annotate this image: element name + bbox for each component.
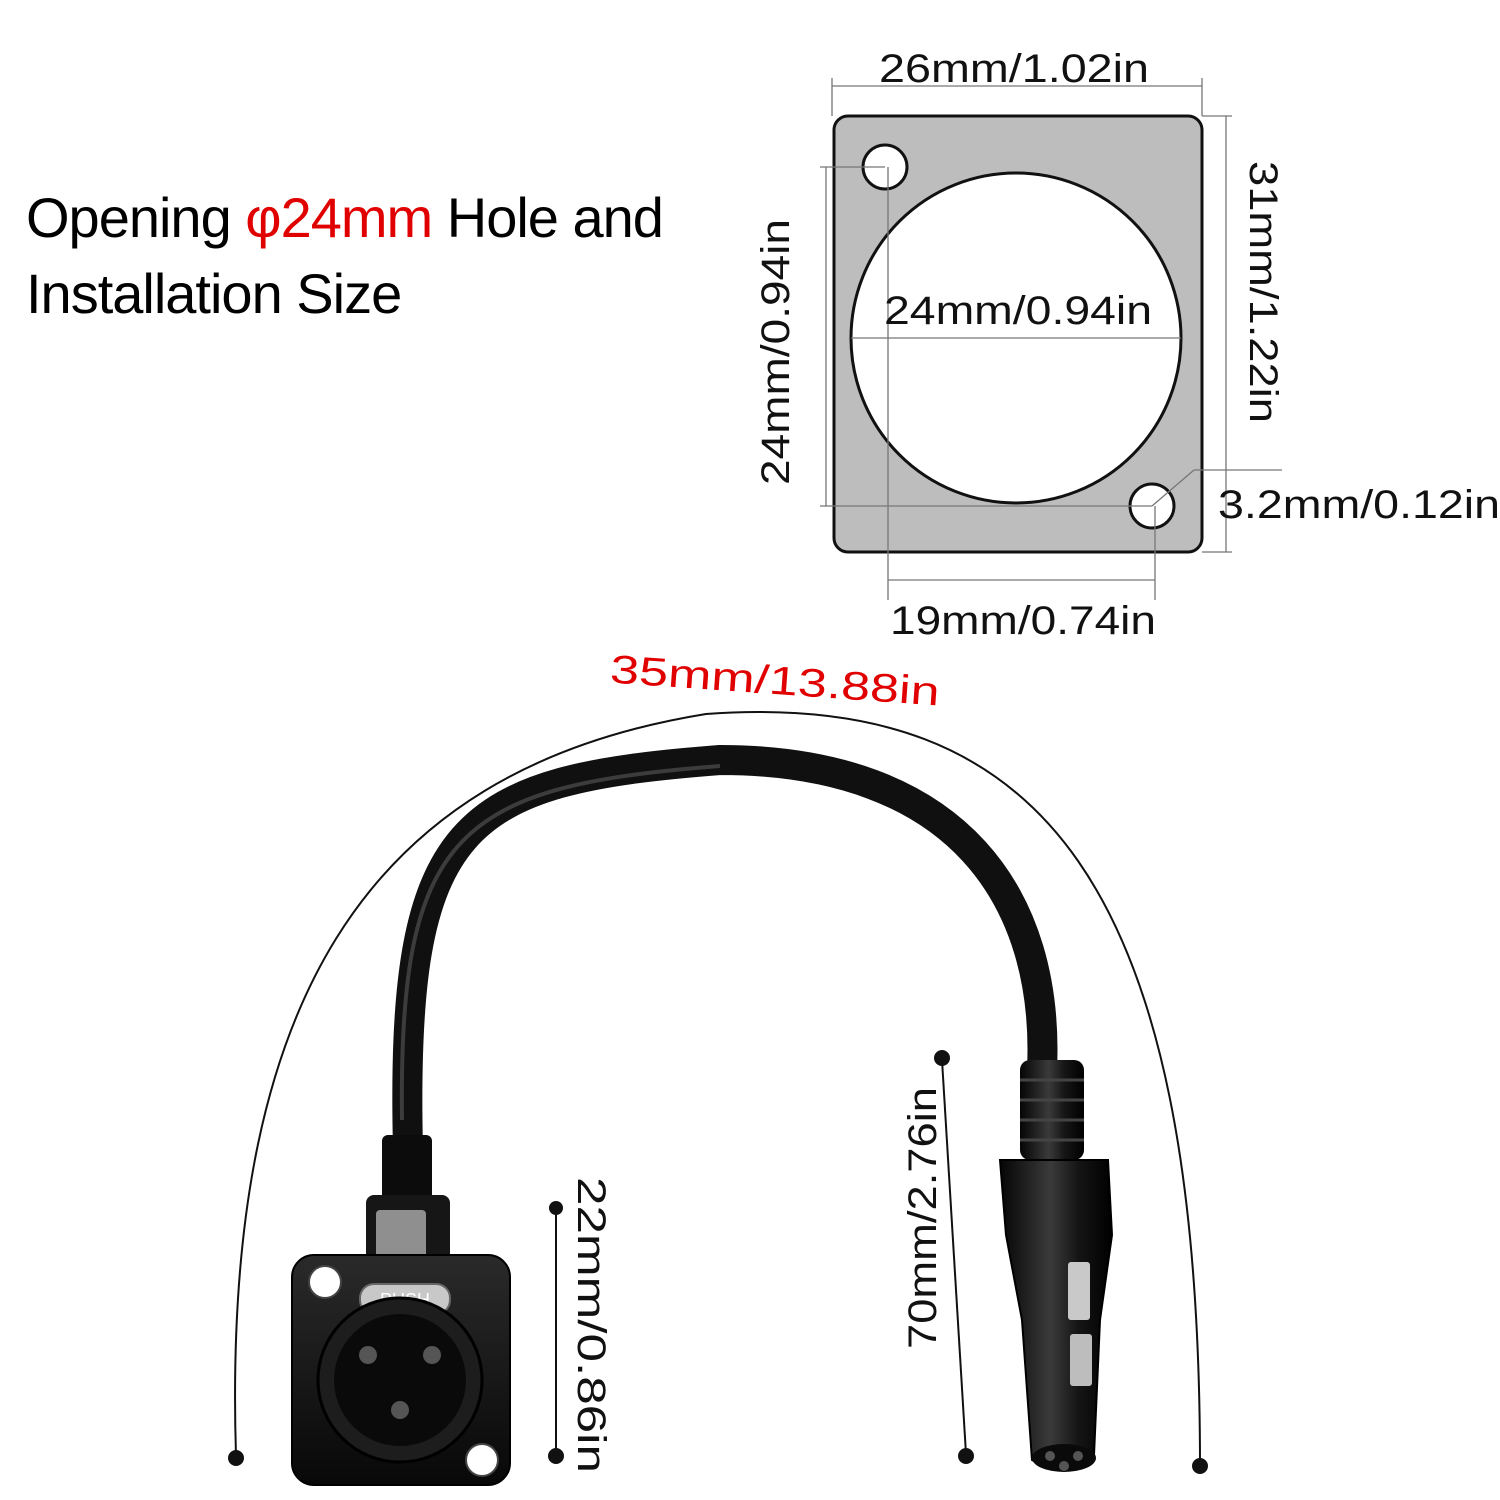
hole-diameter-label: 24mm/0.94in xyxy=(884,289,1152,333)
panel-screw-hole-top-left xyxy=(308,1265,342,1299)
cable-highlight xyxy=(399,764,721,1121)
panel-connector-dimension: 22mm/0.86in xyxy=(548,1177,613,1473)
heading-highlight: φ24mm xyxy=(245,186,433,249)
plate-height-label: 31mm/1.22in xyxy=(1241,161,1285,423)
heading-part1: Opening xyxy=(26,186,232,249)
screw-spacing-label: 19mm/0.74in xyxy=(890,599,1156,643)
arc-endpoint-right xyxy=(1192,1458,1208,1474)
socket-pin-1 xyxy=(359,1346,377,1364)
xlr-female-plug xyxy=(998,1060,1114,1472)
mounting-plate-drawing: 26mm/1.02in 31mm/1.22in 24mm/0.94in 24mm… xyxy=(754,47,1500,643)
hole-vertical-label: 24mm/0.94in xyxy=(754,219,798,485)
heading-line-2: Installation Size xyxy=(26,262,402,325)
plug-dimension: 70mm/2.76in xyxy=(901,1050,974,1464)
plug-latch-lower xyxy=(1070,1334,1092,1386)
panel-connector-label: 22mm/0.86in xyxy=(569,1177,613,1473)
socket-pin-3 xyxy=(391,1401,409,1419)
plug-body xyxy=(998,1159,1114,1469)
heading-part2: Hole and xyxy=(446,186,664,249)
screw-hole-label: 3.2mm/0.12in xyxy=(1218,483,1500,527)
heading-line-1: Opening φ24mm Hole and xyxy=(26,180,664,256)
plug-latch-upper xyxy=(1068,1262,1090,1320)
socket-pin-2 xyxy=(423,1346,441,1364)
cable xyxy=(392,744,1058,1165)
plug-label: 70mm/2.76in xyxy=(901,1087,945,1349)
cable-length-label: 35mm/13.88in xyxy=(609,648,941,715)
arc-endpoint-left xyxy=(228,1450,244,1466)
heading: Opening φ24mm Hole and Installation Size xyxy=(26,180,664,332)
cable-length-arc xyxy=(234,711,1201,1467)
plug-strain-relief xyxy=(1020,1060,1084,1160)
dimension-lines xyxy=(820,78,1282,600)
plate-width-label: 26mm/1.02in xyxy=(879,47,1149,91)
panel-screw-hole-bottom-right xyxy=(465,1443,499,1477)
panel-mount-connector: PUSH xyxy=(291,1135,511,1486)
